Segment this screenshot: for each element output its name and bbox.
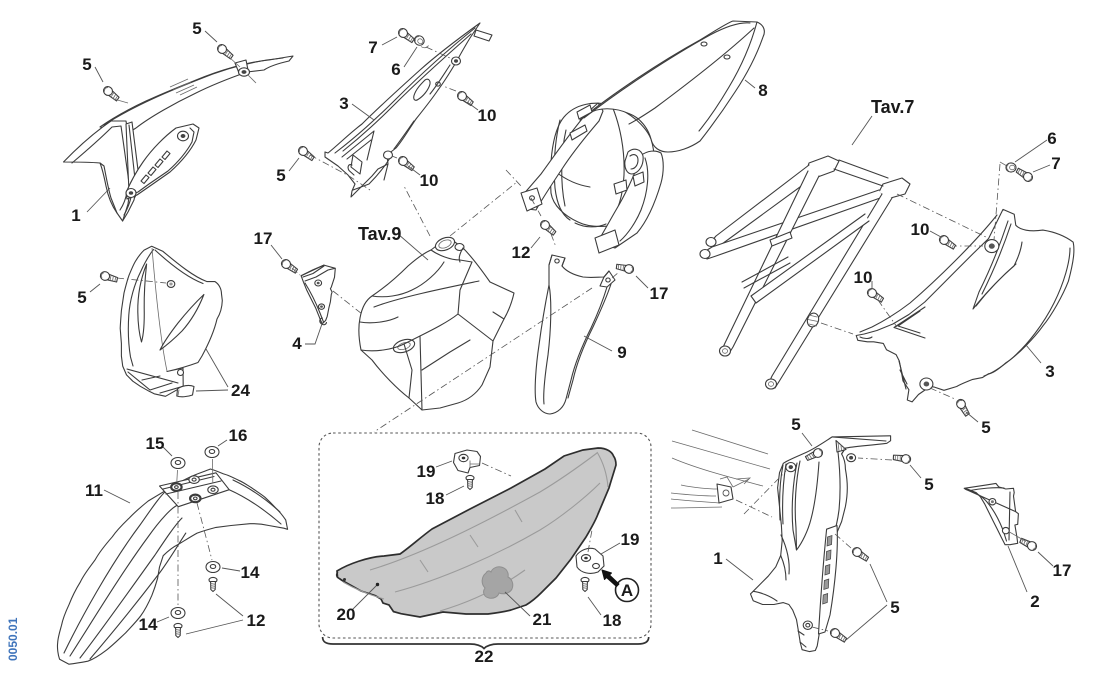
svg-text:6: 6 [1047, 129, 1056, 148]
svg-text:14: 14 [241, 563, 260, 582]
svg-text:18: 18 [603, 611, 622, 630]
svg-text:5: 5 [890, 598, 899, 617]
svg-text:11: 11 [85, 481, 103, 500]
svg-text:17: 17 [254, 229, 273, 248]
svg-text:4: 4 [292, 334, 302, 353]
svg-text:5: 5 [192, 19, 201, 38]
svg-text:16: 16 [229, 426, 248, 445]
svg-text:8: 8 [758, 81, 767, 100]
svg-text:24: 24 [231, 381, 250, 400]
svg-text:10: 10 [911, 220, 930, 239]
svg-text:20: 20 [337, 605, 356, 624]
svg-text:5: 5 [791, 415, 800, 434]
svg-text:15: 15 [146, 434, 165, 453]
svg-text:12: 12 [247, 611, 266, 630]
svg-text:5: 5 [82, 55, 91, 74]
svg-text:3: 3 [339, 94, 348, 113]
svg-text:5: 5 [924, 475, 933, 494]
svg-text:5: 5 [276, 166, 285, 185]
svg-text:10: 10 [420, 171, 439, 190]
svg-text:1: 1 [71, 206, 80, 225]
svg-text:22: 22 [475, 647, 494, 666]
svg-text:7: 7 [1051, 154, 1060, 173]
svg-text:1: 1 [713, 549, 722, 568]
svg-text:18: 18 [426, 489, 445, 508]
svg-text:6: 6 [391, 60, 400, 79]
svg-text:19: 19 [621, 530, 640, 549]
svg-text:19: 19 [417, 462, 436, 481]
svg-text:7: 7 [368, 38, 377, 57]
svg-text:10: 10 [478, 106, 497, 125]
svg-text:A: A [621, 581, 633, 600]
svg-text:21: 21 [533, 610, 552, 629]
svg-text:0050.01: 0050.01 [6, 617, 20, 661]
svg-text:14: 14 [139, 615, 158, 634]
svg-text:9: 9 [617, 343, 626, 362]
svg-text:Tav.7: Tav.7 [871, 97, 914, 117]
svg-text:5: 5 [77, 288, 86, 307]
svg-text:3: 3 [1045, 362, 1054, 381]
svg-text:17: 17 [650, 284, 669, 303]
svg-text:5: 5 [981, 418, 990, 437]
svg-text:2: 2 [1030, 592, 1039, 611]
svg-text:Tav.9: Tav.9 [358, 224, 401, 244]
svg-text:10: 10 [854, 268, 873, 287]
svg-text:12: 12 [512, 243, 531, 262]
svg-text:17: 17 [1053, 561, 1072, 580]
